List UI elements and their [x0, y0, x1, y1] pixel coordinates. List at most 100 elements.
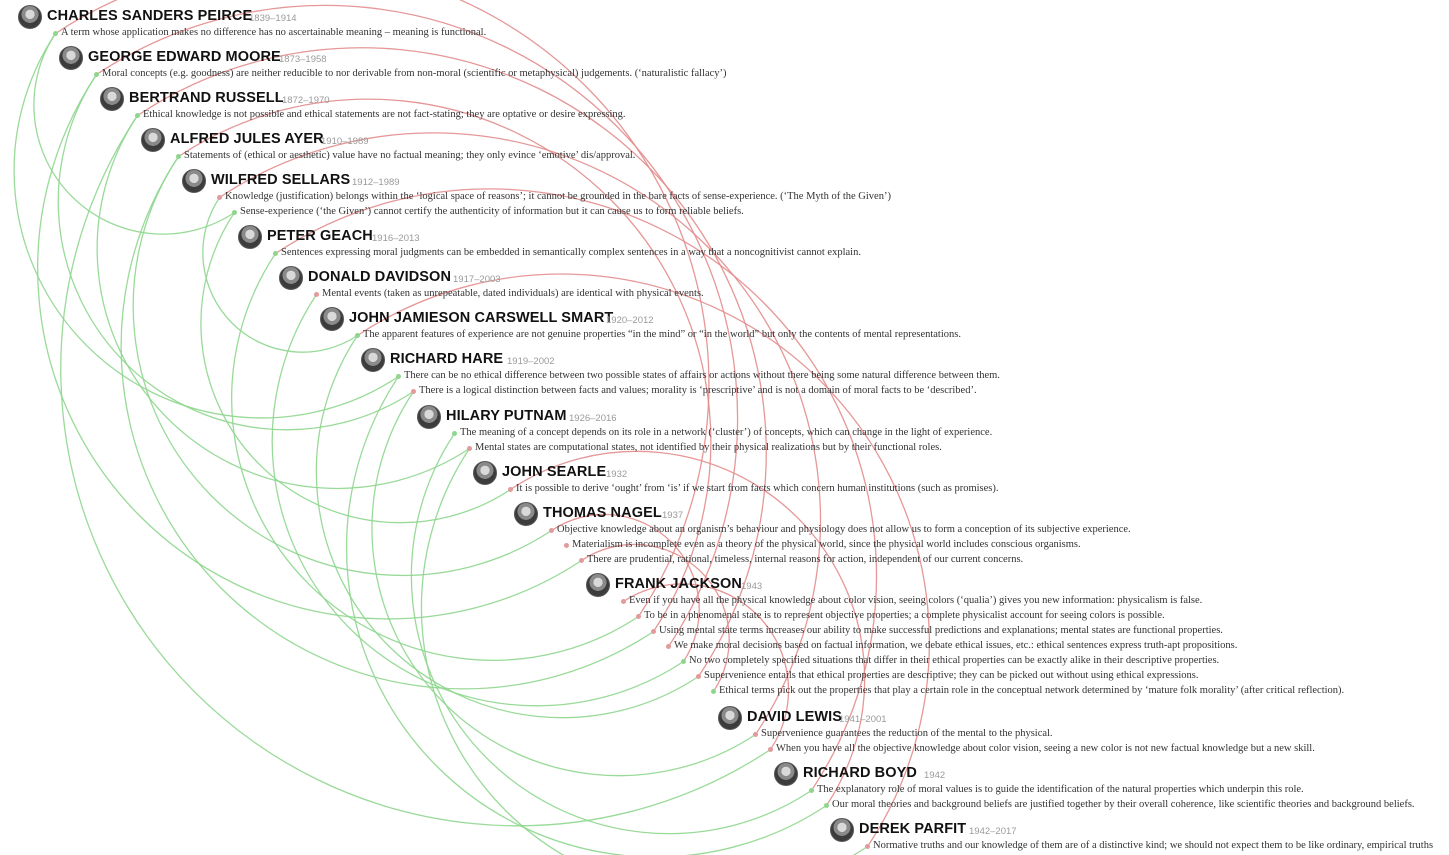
- cognitivist-dot: [508, 487, 513, 492]
- noncognitivist-dot: [711, 689, 716, 694]
- claim-text: The explanatory role of moral values is …: [817, 784, 1304, 795]
- philosopher-years: 1873–1958: [279, 54, 327, 65]
- claim-text: Objective knowledge about an organism’s …: [557, 524, 1131, 535]
- philosopher-years: 1941–2001: [839, 714, 887, 725]
- claim-text: Moral concepts (e.g. goodness) are neith…: [102, 68, 727, 79]
- philosopher-years: 1920–2012: [606, 315, 654, 326]
- claim-text: Even if you have all the physical knowle…: [629, 595, 1203, 606]
- philosopher-years: 1912–1989: [352, 177, 400, 188]
- portrait-avatar: [182, 169, 206, 193]
- philosopher-name[interactable]: HILARY PUTNAM: [446, 408, 567, 424]
- portrait-avatar: [718, 706, 742, 730]
- philosopher-name[interactable]: GEORGE EDWARD MOORE: [88, 49, 281, 65]
- cognitivist-dot: [314, 292, 319, 297]
- portrait-avatar: [320, 307, 344, 331]
- claim-text: There are prudential, rational, timeless…: [587, 554, 1024, 565]
- philosopher-years: 1926–2016: [569, 413, 617, 424]
- noncognitivist-dot: [176, 154, 181, 159]
- philosopher-years: 1839–1914: [249, 13, 297, 24]
- philosopher-name[interactable]: FRANK JACKSON: [615, 576, 742, 592]
- noncognitivist-dot: [355, 333, 360, 338]
- philosopher-years: 1942: [924, 770, 946, 781]
- philosopher-years: 1943: [741, 581, 763, 592]
- claim-text: Knowledge (justification) belongs within…: [225, 191, 891, 202]
- claim-text: Sentences expressing moral judgments can…: [281, 247, 861, 258]
- noncognitivist-dot: [809, 788, 814, 793]
- noncognitivist-dot: [94, 72, 99, 77]
- philosopher-name[interactable]: WILFRED SELLARS: [211, 172, 351, 188]
- portrait-avatar: [59, 46, 83, 70]
- philosopher-name[interactable]: DEREK PARFIT: [859, 821, 967, 837]
- cognitivist-dot: [666, 644, 671, 649]
- claim-text: Using mental state terms increases our a…: [659, 625, 1223, 636]
- portrait-avatar: [279, 266, 303, 290]
- claim-text: The apparent features of experience are …: [363, 329, 961, 340]
- philosopher-name[interactable]: CHARLES SANDERS PEIRCE: [47, 8, 253, 24]
- claim-text: Ethical knowledge is not possible and et…: [143, 109, 626, 120]
- claim-text: No two completely specified situations t…: [689, 655, 1220, 666]
- claim-text: Statements of (ethical or aesthetic) val…: [184, 150, 636, 161]
- claim-text: To be in a phenomenal state is to repres…: [644, 610, 1165, 621]
- cognitivist-dot: [467, 446, 472, 451]
- portrait-avatar: [238, 225, 262, 249]
- cognitivist-dot: [621, 599, 626, 604]
- philosopher-years: 1937: [662, 510, 684, 521]
- portrait-avatar: [417, 405, 441, 429]
- noncognitivist-dot: [396, 374, 401, 379]
- claim-text: Our moral theories and background belief…: [832, 799, 1415, 810]
- portrait-avatar: [473, 461, 497, 485]
- claim-text: It is possible to derive ‘ought’ from ‘i…: [516, 483, 999, 494]
- claim-text: Materialism is incomplete even as a theo…: [572, 539, 1081, 550]
- cognitivist-dot: [636, 614, 641, 619]
- claim-text: There can be no ethical difference betwe…: [404, 370, 1000, 381]
- philosopher-years: 1917–2003: [453, 274, 501, 285]
- philosopher-years: 1872–1970: [282, 95, 330, 106]
- philosopher-name[interactable]: RICHARD HARE: [390, 351, 504, 367]
- claim-text: A term whose application makes no differ…: [61, 27, 487, 38]
- portrait-avatar: [514, 502, 538, 526]
- portrait-avatar: [586, 573, 610, 597]
- cognitivist-dot: [768, 747, 773, 752]
- portrait-avatar: [830, 818, 854, 842]
- claim-text: When you have all the objective knowledg…: [776, 743, 1315, 754]
- noncognitivist-dot: [273, 251, 278, 256]
- cognitivist-dot: [217, 195, 222, 200]
- philosopher-name[interactable]: THOMAS NAGEL: [543, 505, 662, 521]
- cognitivist-dot: [865, 844, 870, 849]
- philosopher-years: 1910–1989: [321, 136, 369, 147]
- portrait-avatar: [18, 5, 42, 29]
- philosopher-years: 1942–2017: [969, 826, 1017, 837]
- noncognitivist-dot: [135, 113, 140, 118]
- noncognitivist-dot: [232, 210, 237, 215]
- philosopher-name[interactable]: BERTRAND RUSSELL: [129, 90, 284, 106]
- cognitivist-dot: [651, 629, 656, 634]
- philosopher-name[interactable]: JOHN SEARLE: [502, 464, 607, 480]
- philosopher-name[interactable]: ALFRED JULES AYER: [170, 131, 324, 147]
- philosopher-name[interactable]: RICHARD BOYD: [803, 765, 917, 781]
- cognitivist-dot: [753, 732, 758, 737]
- philosopher-name[interactable]: DAVID LEWIS: [747, 709, 843, 725]
- claim-text: We make moral decisions based on factual…: [674, 640, 1238, 651]
- portrait-avatar: [361, 348, 385, 372]
- philosopher-years: 1919–2002: [507, 356, 555, 367]
- claim-text: Mental states are computational states, …: [475, 442, 942, 453]
- cognitivist-dot: [564, 543, 569, 548]
- claim-text: There is a logical distinction between f…: [419, 385, 977, 396]
- philosopher-years: 1916–2013: [372, 233, 420, 244]
- philosopher-name[interactable]: JOHN JAMIESON CARSWELL SMART: [349, 310, 614, 326]
- noncognitivist-dot: [452, 431, 457, 436]
- philosopher-years: 1932: [606, 469, 628, 480]
- cognitivist-dot: [696, 674, 701, 679]
- cognitivist-dot: [579, 558, 584, 563]
- portrait-avatar: [141, 128, 165, 152]
- philosopher-name[interactable]: DONALD DAVIDSON: [308, 269, 452, 285]
- claim-text: Ethical terms pick out the properties th…: [719, 685, 1345, 696]
- claim-text: Normative truths and our knowledge of th…: [873, 840, 1434, 851]
- claim-text: The meaning of a concept depends on its …: [460, 427, 993, 438]
- philosopher-name[interactable]: PETER GEACH: [267, 228, 373, 244]
- cognitivist-dot: [411, 389, 416, 394]
- noncognitivist-dot: [681, 659, 686, 664]
- claim-text: Sense-experience (‘the Given’) cannot ce…: [240, 206, 744, 217]
- claim-text: Supervenience guarantees the reduction o…: [761, 728, 1053, 739]
